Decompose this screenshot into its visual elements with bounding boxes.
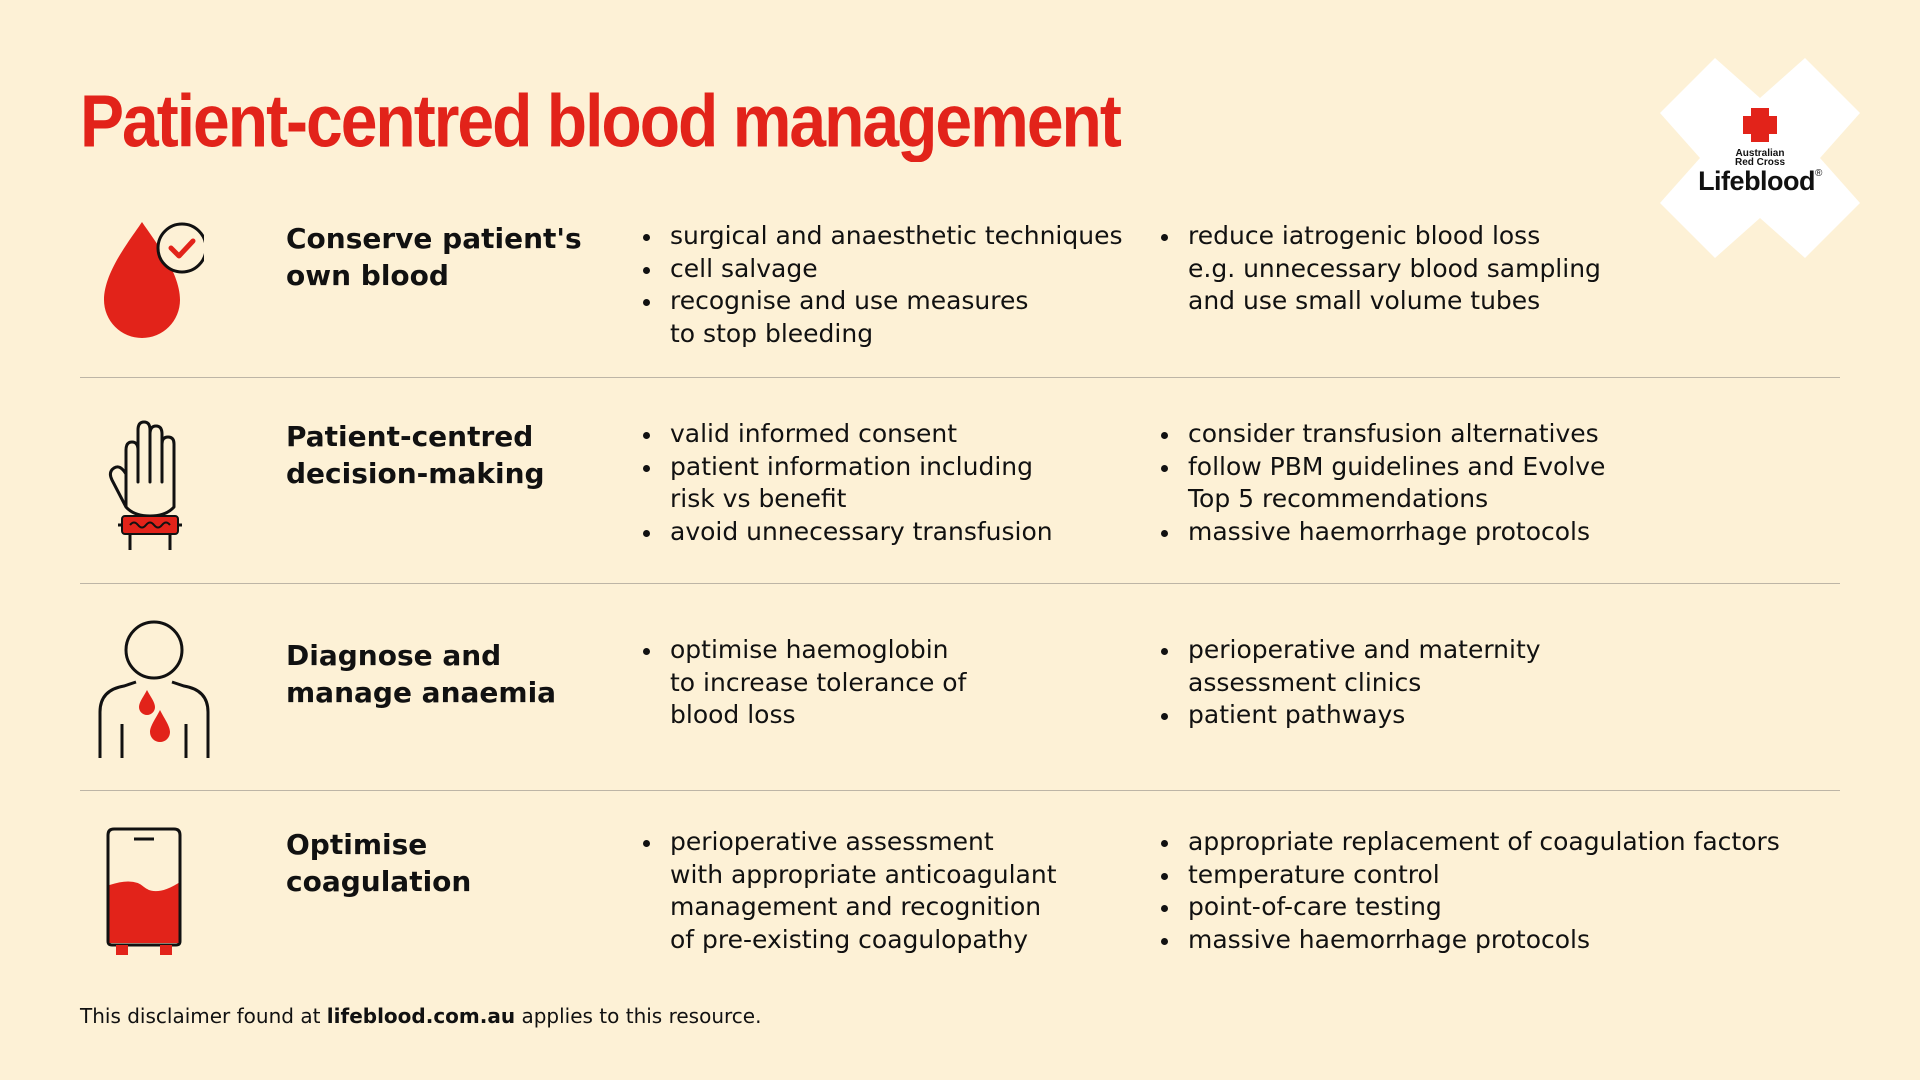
row-col-2: consider transfusion alternatives follow… xyxy=(1158,418,1838,548)
logo-word: Lifeblood xyxy=(1698,166,1816,196)
list-item: point-of-care testing xyxy=(1158,891,1838,924)
list-item: temperature control xyxy=(1158,859,1838,892)
list-item: recognise and use measures to stop bleed… xyxy=(640,285,1200,350)
list-item: appropriate replacement of coagulation f… xyxy=(1158,826,1838,859)
logo-diamond-shape xyxy=(1660,58,1860,258)
blood-drop-check-icon xyxy=(104,222,204,338)
row-col-2: reduce iatrogenic blood loss e.g. unnece… xyxy=(1158,220,1838,318)
disclaimer-link[interactable]: lifeblood.com.au xyxy=(326,1004,516,1028)
list-item: cell salvage xyxy=(640,253,1200,286)
row-col-1: valid informed consent patient informati… xyxy=(640,418,1200,548)
row-anaemia: Diagnose and manage anaemia optimise hae… xyxy=(80,584,1840,791)
row-title: Diagnose and manage anaemia xyxy=(286,639,557,709)
blood-bag-icon xyxy=(106,827,182,955)
list-item: optimise haemoglobin to increase toleran… xyxy=(640,634,1200,732)
list-item: perioperative assessment with appropriat… xyxy=(640,826,1200,956)
logo-line-2: Red Cross xyxy=(1734,157,1785,168)
lifeblood-logo: Australian Red Cross Lifeblood® xyxy=(1660,58,1860,258)
list-item: perioperative and maternity assessment c… xyxy=(1158,634,1838,699)
row-title: Patient-centred decision-making xyxy=(286,420,545,490)
row-col-1: optimise haemoglobin to increase toleran… xyxy=(640,634,1200,732)
list-item: consider transfusion alternatives xyxy=(1158,418,1838,451)
row-title: Conserve patient's own blood xyxy=(286,222,582,292)
list-item: valid informed consent xyxy=(640,418,1200,451)
list-item: follow PBM guidelines and Evolve Top 5 r… xyxy=(1158,451,1838,516)
logo-registered-mark: ® xyxy=(1815,168,1822,179)
list-item: surgical and anaesthetic techniques xyxy=(640,220,1200,253)
row-col-2: perioperative and maternity assessment c… xyxy=(1158,634,1838,732)
list-item: massive haemorrhage protocols xyxy=(1158,516,1838,549)
raised-hand-wristband-icon xyxy=(108,420,182,550)
list-item: patient pathways xyxy=(1158,699,1838,732)
disclaimer: This disclaimer found at lifeblood.com.a… xyxy=(80,1004,761,1028)
disclaimer-pre: This disclaimer found at xyxy=(80,1004,327,1028)
row-col-1: perioperative assessment with appropriat… xyxy=(640,826,1200,956)
row-title: Optimise coagulation xyxy=(286,828,472,898)
row-col-1: surgical and anaesthetic techniques cell… xyxy=(640,220,1200,350)
row-conserve: Conserve patient's own blood surgical an… xyxy=(80,190,1840,378)
disclaimer-post: applies to this resource. xyxy=(515,1004,762,1028)
logo-wordmark: Lifeblood® xyxy=(1660,166,1860,197)
list-item: reduce iatrogenic blood loss e.g. unnece… xyxy=(1158,220,1838,318)
logo-line-1: Australian xyxy=(1735,148,1785,159)
row-coagulation: Optimise coagulation perioperative asses… xyxy=(80,791,1840,991)
pbm-table: Conserve patient's own blood surgical an… xyxy=(80,190,1840,991)
list-item: massive haemorrhage protocols xyxy=(1158,924,1838,957)
list-item: avoid unnecessary transfusion xyxy=(640,516,1200,549)
row-col-2: appropriate replacement of coagulation f… xyxy=(1158,826,1838,956)
list-item: patient information including risk vs be… xyxy=(640,451,1200,516)
row-decision: Patient-centred decision-making valid in… xyxy=(80,378,1840,584)
person-blood-drops-icon xyxy=(98,620,210,758)
page-title: Patient-centred blood management xyxy=(80,79,1122,162)
